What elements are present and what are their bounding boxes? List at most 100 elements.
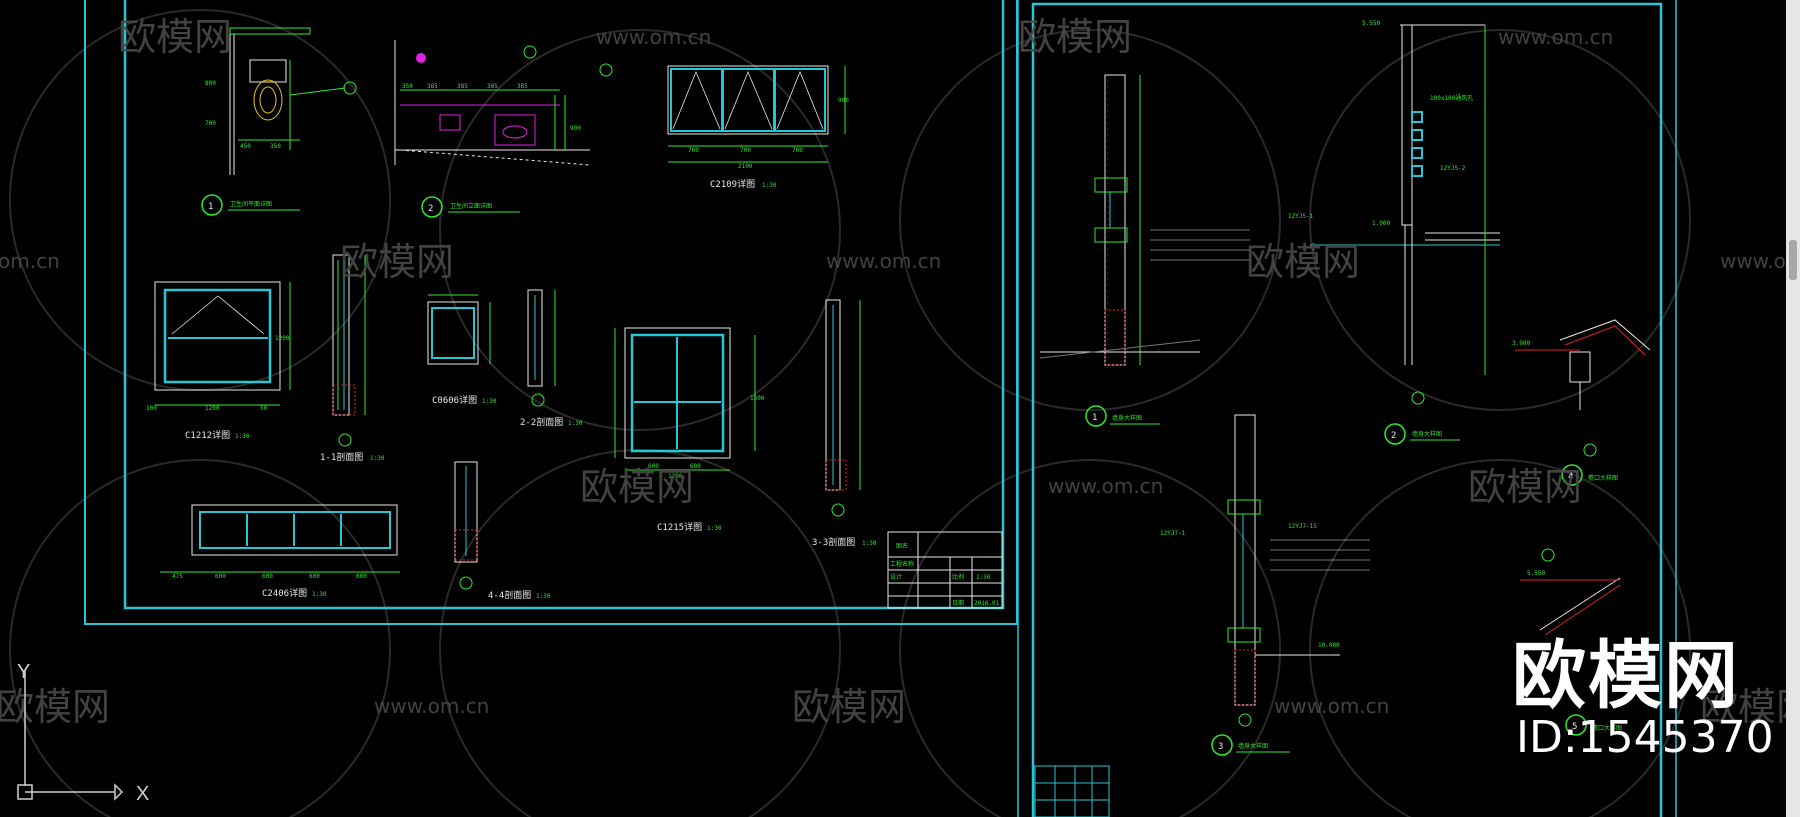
dim-toilet-1: 350 — [270, 143, 281, 150]
scale-c2406: 1:30 — [312, 591, 327, 598]
tb-1: 工程名称 — [890, 560, 914, 568]
tb-0: 图名 — [896, 542, 908, 550]
ucs-y-label: Y — [17, 661, 30, 683]
svg-text:4: 4 — [1568, 472, 1573, 482]
dim-c1212-2: 100 — [146, 405, 157, 412]
scale-c0606: 1:30 — [482, 398, 497, 405]
title-c0606: C0606详图 — [432, 394, 477, 406]
level-r-2: 3.900 — [1512, 340, 1530, 347]
ref-r-0: 12YJ5-1 — [1288, 213, 1314, 220]
annotation-vent: 100x100通风孔 — [1430, 94, 1473, 102]
dim-basin-5: 900 — [570, 125, 581, 132]
eaves-detail-4[interactable]: 3.900 — [1512, 319, 1651, 457]
scale-section-3-3: 1:30 — [862, 540, 877, 547]
wm-logo-8: 欧模网 — [792, 685, 906, 729]
sheet-right[interactable]: 1 墙身大样图 5.550 1.000 100x100通风孔 12YJ5-1 1… — [1017, 0, 1677, 817]
section-3-3[interactable]: 3-3剖面图 1:30 — [812, 299, 877, 548]
dim-c2109-3: 2100 — [738, 163, 753, 170]
dim-c2406-1: 600 — [215, 573, 226, 580]
dim-c1212-1: 1200 — [275, 335, 290, 342]
dim-c2406-3: 600 — [309, 573, 320, 580]
scrollbar-thumb[interactable] — [1789, 240, 1797, 280]
scale-c1212: 1:30 — [235, 433, 250, 440]
watermarks: 欧模网 www.om.cn 欧模网 www.om.cn om.cn 欧模网 ww… — [0, 15, 1800, 729]
dim-c1215-1: 600 — [690, 463, 701, 470]
dim-toilet-2: 800 — [205, 80, 216, 87]
svg-text:5: 5 — [1572, 722, 1577, 732]
detail-marker-r4: 4 檐口大样图 — [1561, 464, 1618, 486]
brand-title: 欧模网 — [1512, 633, 1740, 719]
sheet-left-inner-frame — [123, 0, 1005, 610]
brand-id: ID:1545370 — [1516, 712, 1774, 763]
window-c1215-detail[interactable]: 600 600 1200 1500 C1215详图 1:30 — [614, 327, 765, 533]
svg-text:1: 1 — [1092, 413, 1097, 423]
ref-r-1: 12YJ7-1 — [1160, 530, 1186, 537]
eaves-detail-5[interactable]: 5.550 — [1520, 548, 1621, 636]
toilet-plan-detail[interactable]: 450 350 800 700 — [205, 27, 357, 175]
wm-url-6: www.om.cn — [1274, 694, 1389, 718]
wm-logo-3: 欧模网 — [340, 240, 454, 284]
title-c2109: C2109详图 — [710, 178, 755, 190]
sheet-right-inner-frame — [1031, 2, 1663, 817]
level-r-1: 1.000 — [1372, 220, 1390, 227]
dim-c1215-3: 1500 — [750, 395, 765, 402]
detail-r5-caption: 檐口大样图 — [1592, 724, 1622, 732]
basin-elevation-detail[interactable]: 350 385 385 385 385 900 — [394, 40, 613, 166]
tb-6: 2016.01 — [974, 600, 1000, 607]
detail-1-caption: 卫生间平面详图 — [230, 200, 272, 208]
wm-logo-7: 欧模网 — [0, 685, 110, 729]
dim-c2109-2: 700 — [792, 147, 803, 154]
dim-basin-2: 385 — [457, 83, 468, 90]
sheet-left[interactable]: 450 350 800 700 1 卫生间平面详图 350 — [84, 0, 1018, 625]
tb-5: 日期 — [952, 599, 964, 607]
vertical-scrollbar[interactable] — [1786, 0, 1800, 817]
dim-basin-0: 350 — [402, 83, 413, 90]
dim-toilet-0: 450 — [240, 143, 251, 150]
scale-c2109: 1:30 — [762, 182, 777, 189]
wm-url-partial-left-1: om.cn — [0, 249, 60, 273]
detail-marker-2: 2 卫生间立面详图 — [421, 196, 520, 218]
detail-marker-r2: 2 墙身大样图 — [1384, 423, 1460, 445]
title-section-2-2: 2-2剖面图 — [520, 416, 563, 428]
scale-section-2-2: 1:30 — [568, 420, 583, 427]
detail-marker-r3: 3 墙身大样图 — [1211, 734, 1290, 756]
ucs-x-label: X — [136, 783, 149, 805]
wall-section-1[interactable] — [1039, 74, 1250, 366]
window-c0606-detail[interactable]: C0606详图 1:30 — [427, 294, 497, 406]
wall-section-3[interactable]: 12YJ7-1 12YJ7-15 10.000 — [1160, 414, 1370, 727]
detail-r1-caption: 墙身大样图 — [1112, 414, 1142, 422]
wall-section-2[interactable]: 5.550 1.000 100x100通风孔 12YJ5-1 12YJ5-2 — [1288, 20, 1500, 405]
detail-r4-caption: 檐口大样图 — [1588, 474, 1618, 482]
window-c1212-detail[interactable]: 1200 1200 100 50 C1212详图 1:30 — [146, 281, 291, 441]
scale-c1215: 1:30 — [707, 525, 722, 532]
scale-section-1-1: 1:30 — [370, 455, 385, 462]
section-2-2[interactable]: 2-2剖面图 1:30 — [520, 289, 583, 428]
title-c1212: C1212详图 — [185, 429, 230, 441]
dim-c2406-2: 600 — [262, 573, 273, 580]
wm-url-4: www.om.cn — [1048, 474, 1163, 498]
window-c2406-detail[interactable]: 475 600 600 600 600 C2406详图 1:30 — [160, 504, 400, 599]
section-4-4[interactable]: 4-4剖面图 1:30 — [454, 461, 551, 601]
dim-basin-4: 385 — [517, 83, 528, 90]
section-1-1[interactable]: 1-1剖面图 1:30 — [320, 254, 385, 463]
title-section-1-1: 1-1剖面图 — [320, 451, 363, 463]
dim-basin-3: 385 — [487, 83, 498, 90]
scale-section-4-4: 1:30 — [536, 593, 551, 600]
wm-logo-1: 欧模网 — [118, 15, 232, 59]
wm-url-2: www.om.cn — [1498, 25, 1613, 49]
title-c1215: C1215详图 — [657, 521, 702, 533]
detail-r2-caption: 墙身大样图 — [1412, 430, 1442, 438]
wm-logo-9: 欧模网 — [1700, 685, 1800, 729]
window-c2109-detail[interactable]: 700 700 700 2100 900 C2109详图 1:30 — [667, 65, 849, 190]
title-block-left: 图名 工程名称 设计 比例 1:30 日期 2016.01 — [887, 531, 1003, 609]
dim-toilet-3: 700 — [205, 120, 216, 127]
level-r-0: 5.550 — [1362, 20, 1380, 27]
title-c2406: C2406详图 — [262, 587, 307, 599]
wm-logo-6: 欧模网 — [1468, 465, 1582, 509]
dim-c1212-3: 50 — [260, 405, 268, 412]
level-r-3: 5.550 — [1527, 570, 1545, 577]
wm-url-5: www.om.cn — [374, 694, 489, 718]
detail-r3-caption: 墙身大样图 — [1238, 742, 1268, 750]
title-section-4-4: 4-4剖面图 — [488, 589, 531, 601]
